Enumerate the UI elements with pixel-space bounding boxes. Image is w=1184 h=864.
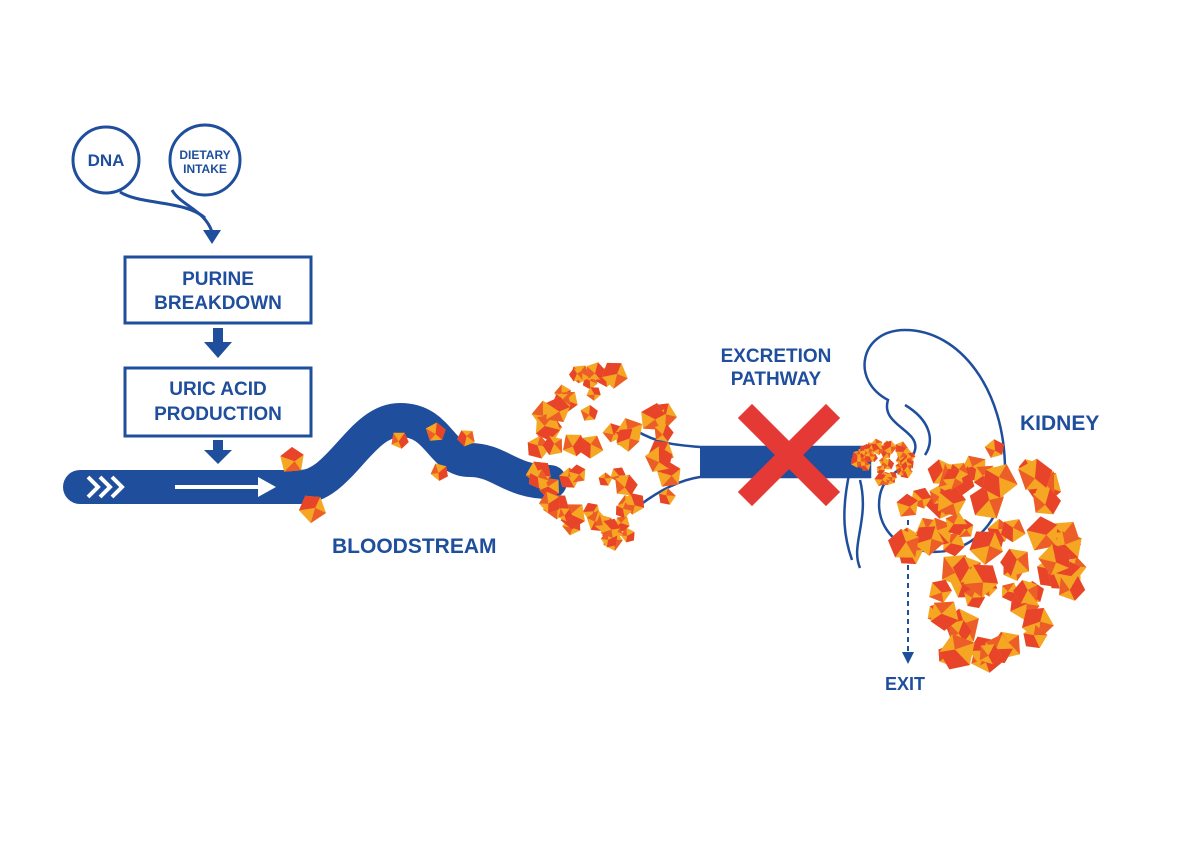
crystal-icon [616, 428, 640, 452]
crystal-icon [654, 423, 674, 442]
crystal-icon [870, 438, 883, 450]
crystal-icon [930, 601, 959, 631]
dietary-label-line2: INTAKE [183, 162, 227, 176]
crystal-icon [906, 452, 916, 462]
x-mark-icon [737, 403, 841, 507]
crystal-icon [563, 434, 587, 457]
crystal-icon [280, 447, 304, 472]
crystal-icon [942, 468, 964, 490]
crystal-icon [939, 633, 975, 670]
crystal-icon [645, 446, 673, 472]
crystal-icon [1026, 516, 1058, 551]
crystal-icon [882, 458, 895, 470]
flow-arrow-icon [175, 477, 276, 497]
crystal-icon [901, 461, 912, 472]
crystal-icon [969, 531, 1004, 565]
crystal-icon [865, 452, 876, 462]
crystal-icon [1018, 458, 1053, 490]
crystal-icon [864, 444, 874, 454]
bloodstream-label: BLOODSTREAM [332, 535, 497, 558]
arrow-down-icon [204, 328, 232, 358]
crystal-icon [569, 368, 583, 382]
crystal-icon [558, 508, 573, 522]
dietary-label-line1: DIETARY [179, 148, 230, 162]
uric-acid-production-box: URIC ACID PRODUCTION [123, 366, 313, 438]
crystal-icon [430, 463, 448, 481]
excretion-label-line1: EXCRETION [721, 346, 832, 367]
crystal-icon [586, 387, 601, 401]
crystal-icon [580, 404, 598, 421]
purine-breakdown-box: PURINE BREAKDOWN [123, 255, 313, 325]
crystal-icon [1032, 488, 1061, 515]
crystal-icon [929, 579, 952, 603]
crystal-icon [615, 502, 632, 519]
crystal-icon [914, 526, 944, 556]
crystal-icon [1002, 582, 1019, 602]
crystal-icon [391, 432, 409, 449]
crystal-icon [874, 472, 887, 487]
crystal-icon [298, 495, 327, 524]
crystal-icon [979, 644, 1001, 665]
crystal-icon [598, 472, 613, 486]
chevron-right-icon [86, 475, 125, 499]
crystal-icon [963, 564, 999, 598]
dna-label: DNA [88, 151, 125, 170]
crystal-icon [851, 456, 862, 468]
crystal-icon [528, 469, 549, 489]
dietary-intake-node: DIETARY INTAKE [168, 123, 242, 197]
crystal-icon [895, 445, 908, 459]
excretion-label-line2: PATHWAY [731, 369, 822, 390]
crystal-icon [1000, 519, 1026, 543]
crystal-icon [887, 472, 897, 482]
crystal-icon [888, 528, 919, 558]
purine-label-line2: BREAKDOWN [154, 293, 282, 314]
purine-label-line1: PURINE [182, 269, 254, 290]
input-arrows [119, 189, 214, 233]
crystal-icon [600, 518, 620, 539]
dna-node: DNA [71, 125, 141, 195]
arrow-to-purine-icon [203, 230, 221, 244]
crystal-icon [546, 396, 570, 423]
crystal-icon [615, 474, 638, 496]
crystal-icon [586, 362, 606, 380]
crystal-icon [984, 439, 1004, 458]
uric-label-line2: PRODUCTION [154, 404, 282, 425]
arrow-down-icon-2 [204, 440, 232, 464]
crystal-icon [1059, 575, 1086, 601]
uric-acid-crystals [280, 362, 1087, 673]
crystal-icon [1000, 548, 1030, 577]
exit-label: EXIT [885, 674, 925, 694]
crystal-icon [457, 430, 475, 447]
kidney-label: KIDNEY [1020, 412, 1099, 435]
crystal-icon [896, 493, 918, 517]
crystal-icon [982, 464, 1018, 498]
crystal-icon [538, 491, 560, 514]
crystal-icon [542, 436, 563, 456]
uric-label-line1: URIC ACID [169, 379, 266, 400]
crystal-icon [568, 464, 586, 483]
crystal-icon [876, 465, 886, 475]
crystal-icon [884, 440, 897, 455]
crystal-icon [860, 461, 871, 471]
crystal-icon [659, 488, 676, 505]
crystal-icon [1038, 543, 1070, 576]
crystal-icon [1023, 624, 1048, 648]
crystal-icon [1013, 580, 1038, 604]
crystal-icon [937, 486, 966, 517]
crystal-icon [425, 422, 446, 441]
crystal-icon [601, 362, 628, 389]
